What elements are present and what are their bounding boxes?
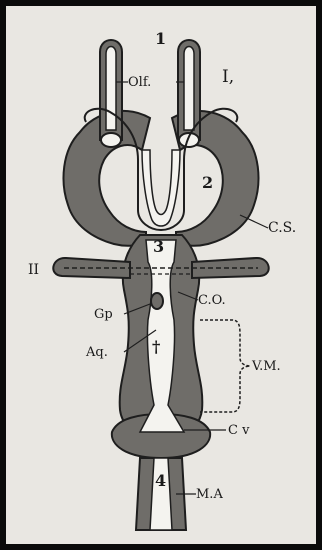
pineal-gland bbox=[151, 293, 163, 309]
vm-bracket bbox=[200, 320, 250, 412]
label-olf: Olf. bbox=[128, 75, 151, 90]
left-olfactory-bulb-end bbox=[101, 133, 121, 147]
numeral-4: 4 bbox=[155, 471, 166, 490]
label-roman-two: II bbox=[28, 262, 39, 278]
numeral-3: 3 bbox=[153, 237, 164, 256]
dagger-mark: † bbox=[152, 337, 160, 356]
label-co: C.O. bbox=[198, 293, 226, 308]
left-olfactory-lumen bbox=[106, 47, 116, 131]
label-gp: Gp bbox=[94, 307, 113, 322]
numeral-2: 2 bbox=[202, 173, 213, 192]
label-aq: Aq. bbox=[85, 345, 108, 360]
label-cs: C.S. bbox=[268, 220, 296, 236]
forebrain-ventricle bbox=[142, 150, 180, 226]
right-olfactory-lumen bbox=[184, 47, 194, 131]
numeral-1: 1 bbox=[155, 29, 166, 48]
label-roman-one: I, bbox=[222, 67, 234, 87]
label-cv: C v bbox=[228, 423, 250, 438]
label-ma: M.A bbox=[196, 487, 223, 502]
label-vm: V.M. bbox=[251, 359, 281, 374]
medulla-lumen bbox=[150, 458, 172, 530]
